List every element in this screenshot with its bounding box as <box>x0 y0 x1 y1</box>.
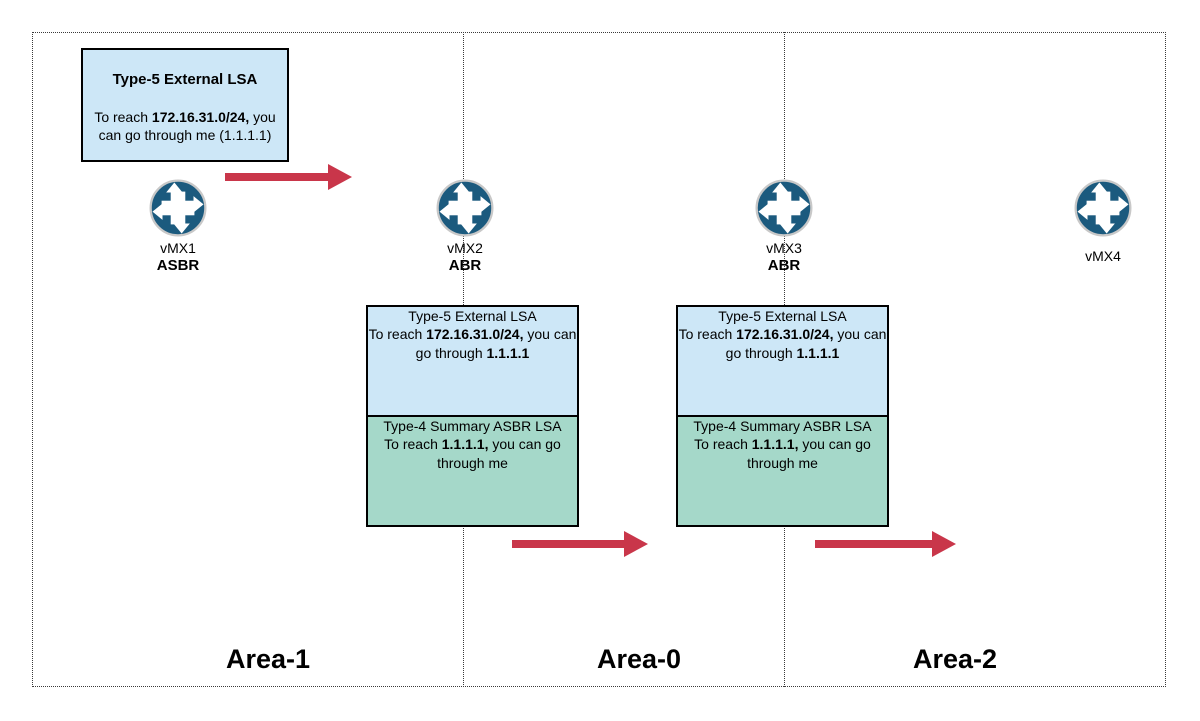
text-segment-bold: 172.16.31.0/24, <box>736 326 834 343</box>
lsa-stack-vmx3: Type-5 External LSA To reach 172.16.31.0… <box>676 305 889 527</box>
router-vmx3 <box>753 177 815 239</box>
lsa-stack-vmx2: Type-5 External LSA To reach 172.16.31.0… <box>366 305 579 527</box>
router-role: ABR <box>448 257 482 274</box>
text-segment: you can go through me <box>437 436 561 471</box>
area-label-2: Area-2 <box>912 644 998 674</box>
router-role: ABR <box>767 257 801 274</box>
type4-lsa-callout-vmx2: Type-4 Summary ASBR LSA To reach 1.1.1.1… <box>368 415 577 525</box>
text-segment: To reach <box>94 108 152 125</box>
callout-body: To reach 1.1.1.1, you can go through me <box>368 435 577 472</box>
juniper-router-icon <box>147 177 209 239</box>
text-segment: you can go through me <box>747 436 871 471</box>
router-label-vmx2: vMX2 ABR <box>395 240 535 275</box>
callout-title: Type-4 Summary ASBR LSA <box>383 418 562 434</box>
router-vmx4 <box>1072 177 1134 239</box>
router-label-vmx3: vMX3 ABR <box>714 240 854 275</box>
router-name: vMX1 <box>160 240 196 256</box>
callout-body: To reach 172.16.31.0/24, you can go thro… <box>678 325 887 362</box>
text-segment: To reach <box>368 326 427 343</box>
type5-lsa-callout-vmx2: Type-5 External LSA To reach 172.16.31.0… <box>368 307 577 415</box>
area-label-0: Area-0 <box>596 644 682 674</box>
router-label-vmx1: vMX1 ASBR <box>108 240 248 275</box>
text-segment: you can go through me (1.1.1.1) <box>98 108 276 144</box>
text-segment: To reach <box>678 326 737 343</box>
text-segment-bold: 172.16.31.0/24, <box>151 108 250 125</box>
flood-arrow-area2-onward <box>815 540 932 548</box>
callout-body: To reach 172.16.31.0/24, you can go thro… <box>368 325 577 362</box>
juniper-router-icon <box>1072 177 1134 239</box>
router-name: vMX4 <box>1085 248 1121 264</box>
type5-lsa-callout-vmx1: Type-5 External LSA To reach 172.16.31.0… <box>81 48 289 162</box>
type5-lsa-callout-vmx3: Type-5 External LSA To reach 172.16.31.0… <box>678 307 887 415</box>
text-segment-bold: 172.16.31.0/24, <box>426 326 524 343</box>
type4-lsa-callout-vmx3: Type-4 Summary ASBR LSA To reach 1.1.1.1… <box>678 415 887 525</box>
text-segment-bold: 1.1.1.1, <box>751 436 799 453</box>
callout-body: To reach 172.16.31.0/24, you can go thro… <box>83 90 287 145</box>
router-label-vmx4: vMX4 <box>1033 248 1173 265</box>
callout-title: Type-5 External LSA <box>718 308 847 324</box>
router-vmx2 <box>434 177 496 239</box>
callout-title: Type-5 External LSA <box>408 308 537 324</box>
flood-arrow-area1-to-area0 <box>225 173 328 181</box>
router-vmx1 <box>147 177 209 239</box>
text-segment-bold: 1.1.1.1, <box>441 436 489 453</box>
juniper-router-icon <box>753 177 815 239</box>
text-segment: To reach <box>694 436 752 453</box>
router-name: vMX3 <box>766 240 802 256</box>
diagram-border <box>32 32 1166 687</box>
router-role: ASBR <box>156 257 200 274</box>
area-label-1: Area-1 <box>225 644 311 674</box>
text-segment-bold: 1.1.1.1 <box>796 344 840 361</box>
text-segment-bold: 1.1.1.1 <box>486 344 530 361</box>
text-segment: To reach <box>384 436 442 453</box>
text-segment: you can go through <box>415 326 577 361</box>
flood-arrow-area0-to-area2 <box>512 540 624 548</box>
callout-title: Type-5 External LSA <box>112 71 258 88</box>
callout-title: Type-4 Summary ASBR LSA <box>693 418 872 434</box>
router-name: vMX2 <box>447 240 483 256</box>
callout-body: To reach 1.1.1.1, you can go through me <box>678 435 887 472</box>
juniper-router-icon <box>434 177 496 239</box>
text-segment: you can go through <box>725 326 887 361</box>
